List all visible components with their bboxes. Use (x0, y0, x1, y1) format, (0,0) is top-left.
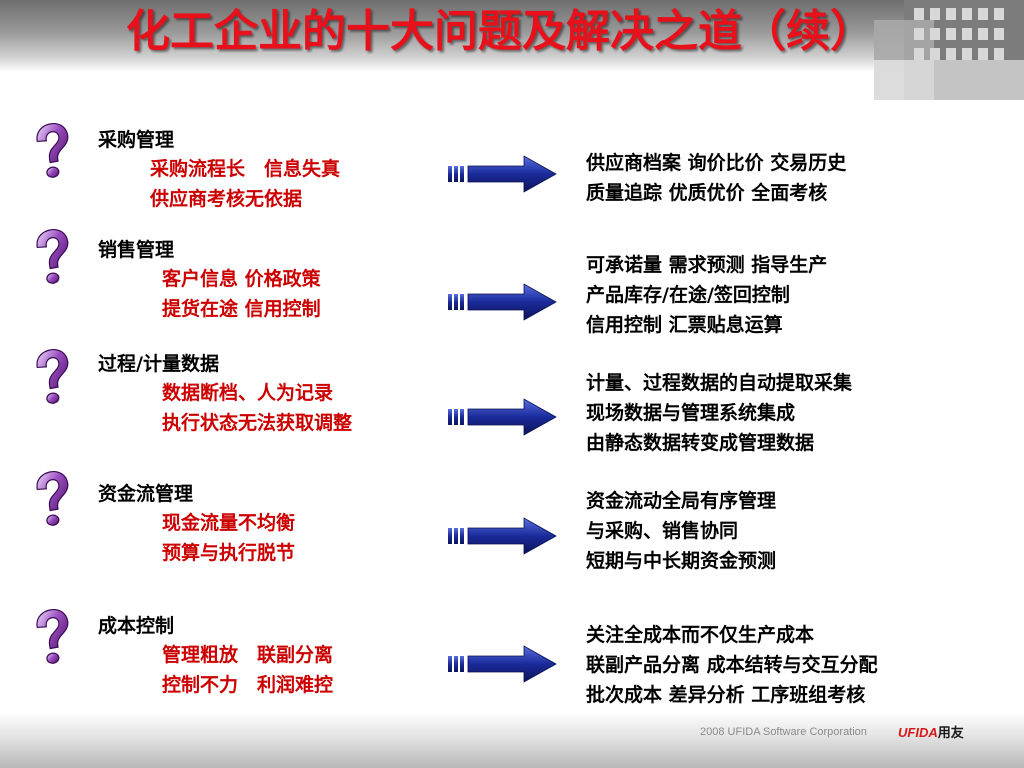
question-mark-icon (30, 122, 74, 180)
right-arrow-icon (446, 282, 560, 322)
solution-block: 关注全成本而不仅生产成本联副产品分离 成本结转与交互分配批次成本 差异分析 工序… (586, 620, 878, 710)
question-mark-icon (30, 228, 74, 286)
slide-title: 化工企业的十大问题及解决之道（续） (126, 6, 874, 57)
issue-text: 数据断档、人为记录 (162, 382, 334, 404)
problem-heading: 销售管理 (98, 239, 175, 261)
copyright-text: 2008 UFIDA Software Corporation (700, 726, 867, 738)
issue-text: 执行状态无法获取调整 (162, 412, 353, 434)
issue-text: 现金流量不均衡 (162, 512, 296, 534)
problem-heading: 资金流管理 (98, 483, 194, 505)
solution-text: 短期与中长期资金预测 (586, 550, 777, 572)
issue-text: 客户信息 价格政策 (162, 268, 321, 290)
solution-block: 可承诺量 需求预测 指导生产产品库存/在途/签回控制信用控制 汇票贴息运算 (586, 250, 827, 340)
problem-heading: 成本控制 (98, 615, 175, 637)
solution-block: 资金流动全局有序管理与采购、销售协同短期与中长期资金预测 (586, 486, 776, 576)
right-arrow-icon (446, 644, 560, 684)
right-arrow-icon (446, 516, 560, 556)
right-arrow-icon (446, 397, 560, 437)
issue-text: 控制不力 利润难控 (162, 674, 334, 696)
question-mark-icon (30, 348, 74, 406)
building-image (874, 0, 1024, 100)
issue-text: 采购流程长 信息失真 (150, 158, 341, 180)
problem-block: 过程/计量数据数据断档、人为记录执行状态无法获取调整 (98, 350, 352, 438)
solution-text: 关注全成本而不仅生产成本 (586, 624, 815, 646)
solution-text: 现场数据与管理系统集成 (586, 402, 796, 424)
footer-band (0, 712, 1024, 768)
problem-block: 资金流管理现金流量不均衡预算与执行脱节 (98, 480, 295, 568)
problem-block: 销售管理客户信息 价格政策提货在途 信用控制 (98, 236, 321, 324)
issue-text: 供应商考核无依据 (150, 188, 303, 210)
right-arrow-icon (446, 154, 560, 194)
solution-text: 由静态数据转变成管理数据 (586, 432, 815, 454)
solution-text: 计量、过程数据的自动提取采集 (586, 372, 853, 394)
problem-heading: 采购管理 (98, 129, 175, 151)
solution-text: 供应商档案 询价比价 交易历史 (586, 152, 847, 174)
solution-text: 联副产品分离 成本结转与交互分配 (586, 654, 878, 676)
solution-text: 产品库存/在途/签回控制 (586, 284, 790, 306)
header-band (0, 0, 1024, 72)
solution-text: 资金流动全局有序管理 (586, 490, 777, 512)
solution-text: 可承诺量 需求预测 指导生产 (586, 254, 828, 276)
solution-block: 供应商档案 询价比价 交易历史质量追踪 优质优价 全面考核 (586, 148, 846, 208)
solution-text: 批次成本 差异分析 工序班组考核 (586, 684, 866, 706)
issue-text: 预算与执行脱节 (162, 542, 296, 564)
issue-text: 提货在途 信用控制 (162, 298, 321, 320)
solution-text: 与采购、销售协同 (586, 520, 739, 542)
problem-block: 采购管理采购流程长 信息失真供应商考核无依据 (98, 126, 340, 214)
problem-heading: 过程/计量数据 (98, 353, 219, 375)
question-mark-icon (30, 470, 74, 528)
company-logo: UFIDA用友 (898, 722, 964, 741)
problem-block: 成本控制管理粗放 联副分离控制不力 利润难控 (98, 612, 333, 700)
solution-block: 计量、过程数据的自动提取采集现场数据与管理系统集成由静态数据转变成管理数据 (586, 368, 852, 458)
question-mark-icon (30, 608, 74, 666)
logo-brand: UFIDA (898, 725, 938, 740)
logo-cn: 用友 (937, 725, 964, 740)
issue-text: 管理粗放 联副分离 (162, 644, 334, 666)
solution-text: 质量追踪 优质优价 全面考核 (586, 182, 828, 204)
solution-text: 信用控制 汇票贴息运算 (586, 314, 783, 336)
